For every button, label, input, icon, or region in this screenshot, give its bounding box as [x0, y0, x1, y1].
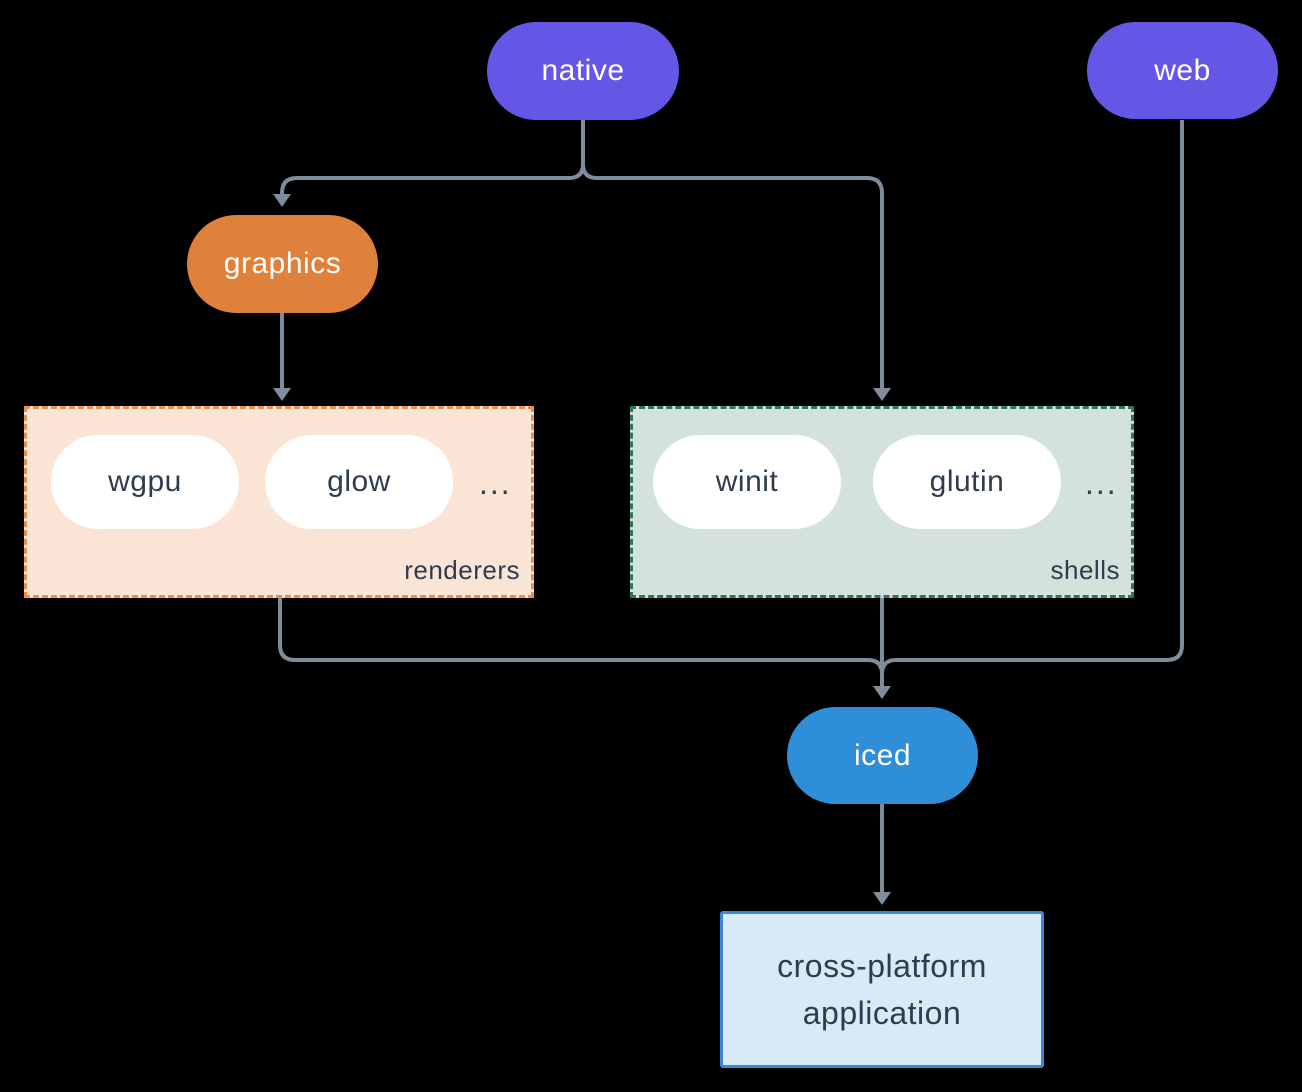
node-glow: glow — [265, 435, 453, 529]
node-web-label: web — [1154, 53, 1211, 87]
node-iced: iced — [787, 707, 978, 804]
arrowhead-graphics — [273, 194, 291, 207]
node-cross-platform-application: cross-platform application — [720, 911, 1044, 1068]
arrowhead-shells — [873, 388, 891, 401]
group-shells: winit glutin ... shells — [630, 406, 1134, 598]
connector-native-shells — [581, 120, 884, 388]
application-label-line2: application — [802, 994, 962, 1031]
node-wgpu-label: wgpu — [108, 465, 182, 498]
node-web: web — [1087, 22, 1278, 119]
node-winit: winit — [653, 435, 841, 529]
renderers-group-label: renderers — [404, 555, 520, 585]
node-native: native — [487, 22, 679, 120]
shells-ellipsis: ... — [1085, 465, 1118, 501]
arrowhead-renderers — [273, 388, 291, 401]
node-glutin: glutin — [873, 435, 1061, 529]
arrowhead-application — [873, 892, 891, 905]
shells-group-label: shells — [1050, 555, 1120, 585]
group-renderers: wgpu glow ... renderers — [24, 406, 534, 598]
node-glutin-label: glutin — [929, 465, 1005, 498]
connector-native-graphics — [280, 120, 585, 195]
connector-renderers-merge — [278, 598, 884, 675]
node-glow-label: glow — [327, 465, 391, 498]
application-label-line1: cross-platform — [777, 947, 987, 984]
node-graphics-label: graphics — [223, 247, 342, 280]
renderers-ellipsis: ... — [479, 465, 512, 501]
arrowhead-iced — [873, 686, 891, 699]
node-wgpu: wgpu — [51, 435, 239, 529]
node-iced-label: iced — [853, 738, 912, 772]
node-graphics: graphics — [187, 215, 378, 313]
node-winit-label: winit — [715, 465, 779, 498]
node-native-label: native — [541, 54, 625, 87]
